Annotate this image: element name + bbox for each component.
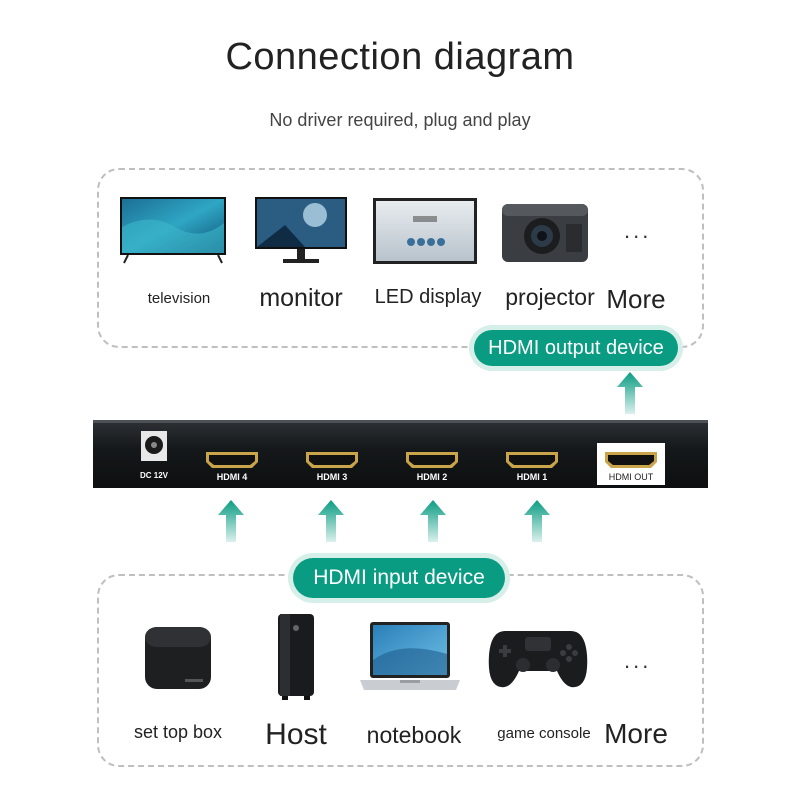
pc-tower-icon xyxy=(278,614,314,700)
arrow-up-icon xyxy=(318,500,344,542)
hdmi-port-icon xyxy=(306,452,358,468)
ellipsis-icon: ... xyxy=(624,648,652,673)
output-device-pill: HDMI output device xyxy=(474,330,678,366)
hdmi-port-icon xyxy=(506,452,558,468)
arrow-up-icon xyxy=(420,500,446,542)
page-subtitle: No driver required, plug and play xyxy=(269,110,531,130)
hdmi-port-label: HDMI 4 xyxy=(216,472,248,482)
input-device-label: set top box xyxy=(133,722,223,742)
output-devices-group xyxy=(97,168,704,348)
hdmi-port-label: HDMI 2 xyxy=(416,472,448,482)
ellipsis-icon: ... xyxy=(624,218,652,243)
input-device-label: More xyxy=(604,718,668,749)
projector-icon xyxy=(502,204,588,262)
output-device-label: More xyxy=(606,284,666,314)
laptop-icon xyxy=(360,622,460,690)
led-display-icon xyxy=(373,198,477,264)
dc-power-jack-icon xyxy=(141,431,167,461)
hdmi-port-label: HDMI 1 xyxy=(516,472,548,482)
arrow-up-icon xyxy=(218,500,244,542)
output-device-label: projector xyxy=(505,284,595,310)
television-icon xyxy=(120,197,226,264)
hdmi-port-icon xyxy=(406,452,458,468)
output-device-label: television xyxy=(147,290,211,307)
hdmi-port-icon xyxy=(206,452,258,468)
arrow-up-icon xyxy=(524,500,550,542)
arrow-up-icon xyxy=(617,372,643,414)
power-label: DC 12V xyxy=(139,471,168,480)
monitor-icon xyxy=(255,197,347,263)
gamepad-icon xyxy=(488,631,588,688)
input-device-pill: HDMI input device xyxy=(293,558,505,598)
set-top-box-icon xyxy=(145,627,211,689)
hdmi-out-port-icon xyxy=(605,452,657,468)
page-title: Connection diagram xyxy=(225,36,575,78)
input-device-label: notebook xyxy=(366,722,462,748)
hdmi-port-label: HDMI 3 xyxy=(316,472,348,482)
output-device-label: monitor xyxy=(259,284,343,312)
input-device-label: Host xyxy=(265,718,327,751)
hdmi-out-label: HDMI OUT xyxy=(608,472,654,482)
output-device-label: LED display xyxy=(374,286,482,308)
input-device-label: game console xyxy=(497,725,591,742)
